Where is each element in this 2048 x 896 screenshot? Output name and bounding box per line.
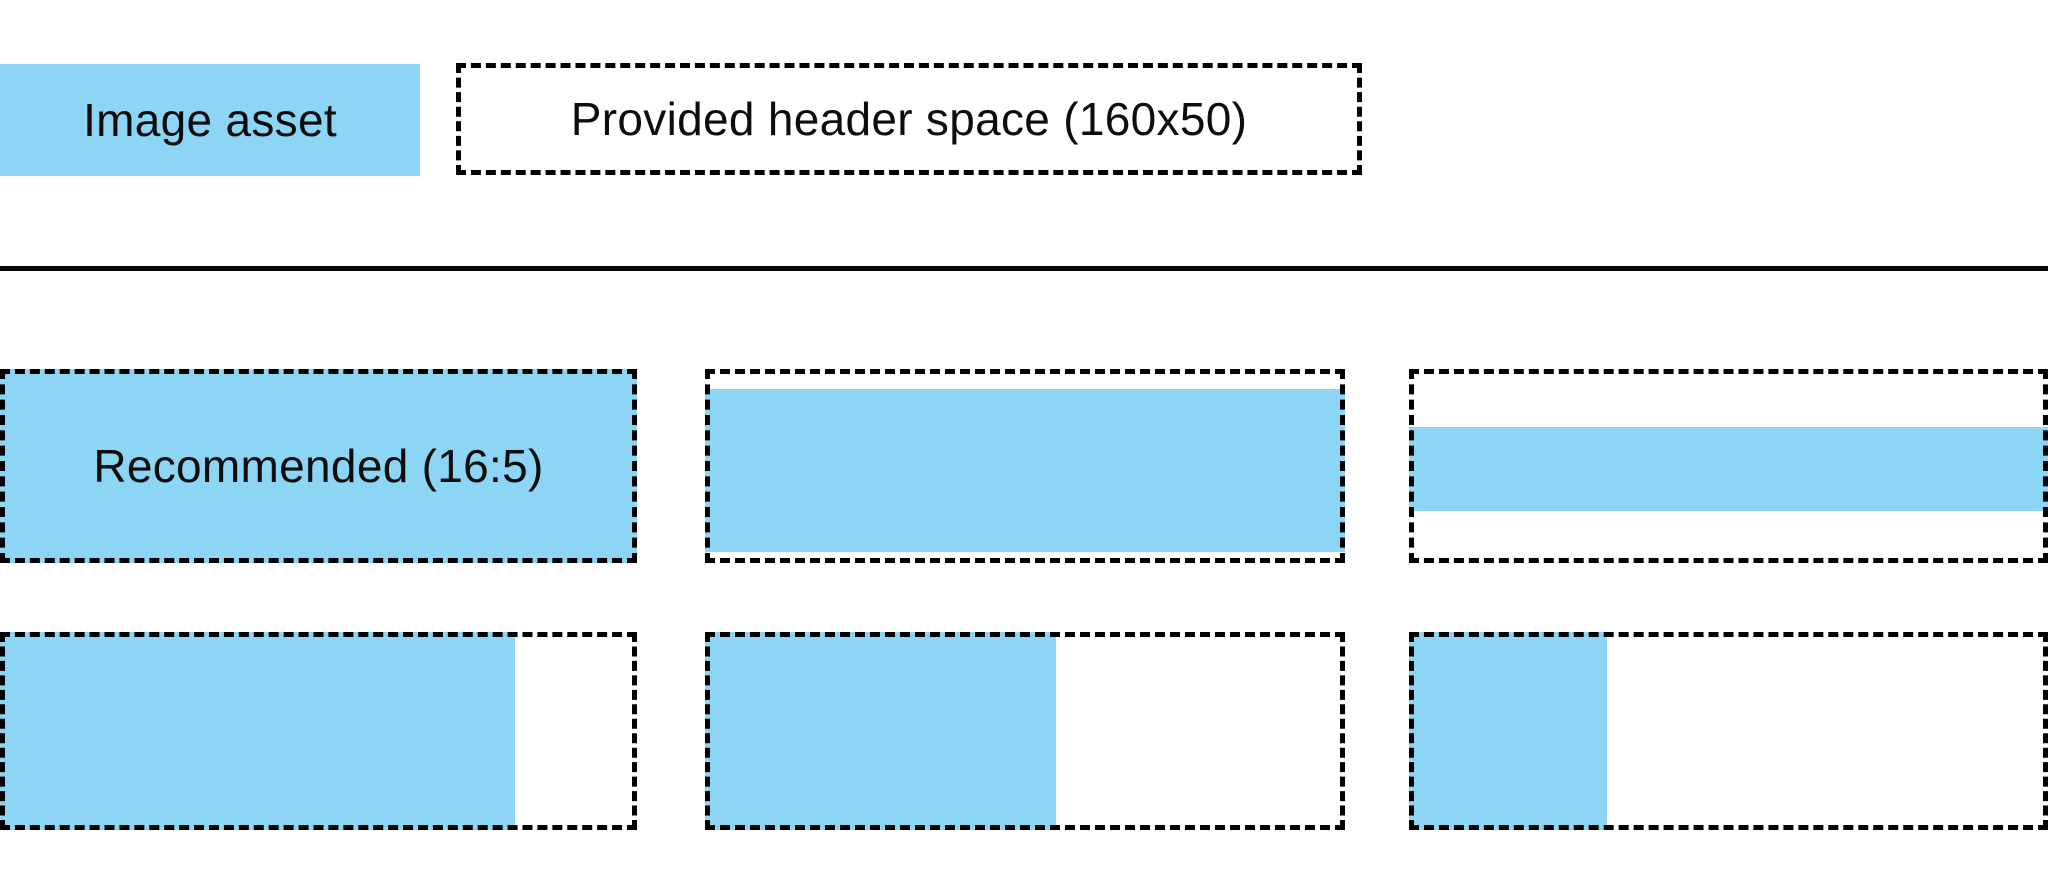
image-asset-fill [1409,427,2048,511]
example-cell-wide-letterboxed [705,369,1345,563]
example-cell-square-pillarboxed [1409,632,2048,830]
image-asset-fill [1409,632,1608,830]
divider-line [0,266,2048,271]
example-cell-very-wide-letterboxed [1409,369,2048,563]
image-asset-fill [705,388,1345,552]
example-cell-recommended: Recommended (16:5) [0,369,637,563]
legend-header-space-box: Provided header space (160x50) [456,63,1362,175]
image-asset-fill [0,632,515,830]
example-cell-tall-pillarboxed [0,632,637,830]
image-asset-fill [0,369,637,563]
recommended-label: Recommended (16:5) [93,440,544,492]
image-asset-fill [705,632,1056,830]
legend-image-asset-swatch: Image asset [0,64,420,176]
legend-image-asset-label: Image asset [83,94,337,146]
example-cell-taller-pillarboxed [705,632,1345,830]
recommended-label-wrap: Recommended (16:5) [0,369,637,563]
legend-header-space-label: Provided header space (160x50) [570,93,1248,145]
